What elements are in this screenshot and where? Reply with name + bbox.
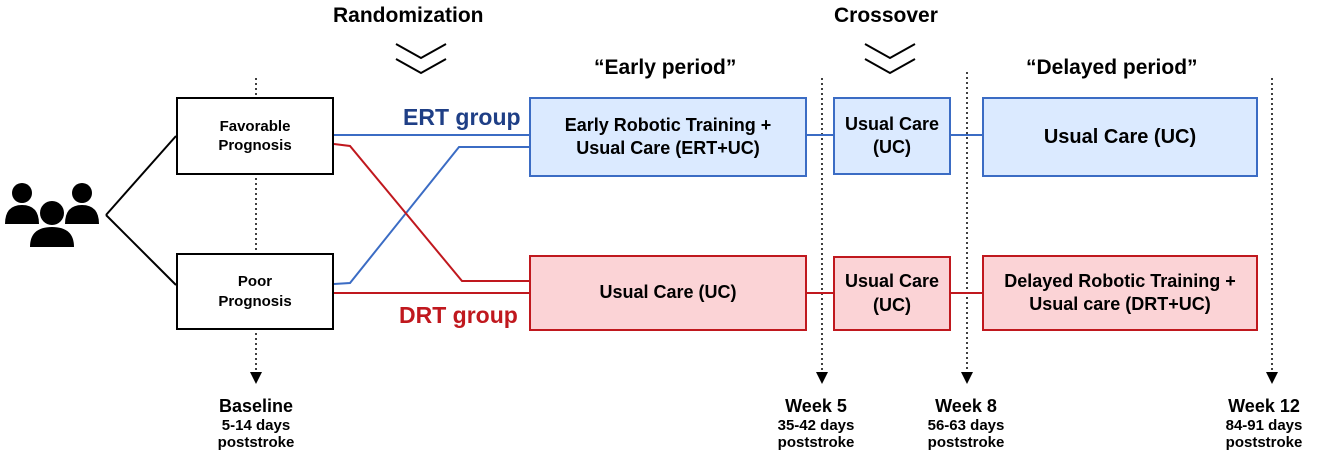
ert-group-label: ERT group <box>403 104 521 130</box>
ert-paths <box>333 134 982 285</box>
milestone-week5: Week 5 35-42 days poststroke <box>756 396 876 451</box>
allocation-lines <box>105 135 177 286</box>
milestone-week5-title: Week 5 <box>785 396 847 416</box>
milestone-week12: Week 12 84-91 days poststroke <box>1208 396 1320 451</box>
milestone-week8-title: Week 8 <box>935 396 997 416</box>
milestone-week12-title: Week 12 <box>1228 396 1300 416</box>
milestone-week5-days: 35-42 days <box>777 416 855 434</box>
milestone-week12-days: 84-91 days <box>1225 416 1303 434</box>
poor-prognosis-box: Poor Prognosis <box>176 253 334 330</box>
randomization-chevron-icon <box>395 43 447 75</box>
milestone-baseline-title: Baseline <box>218 396 294 416</box>
milestone-week8-days: 56-63 days <box>927 416 1005 434</box>
drt-early-box: Usual Care (UC) <box>529 255 807 331</box>
milestone-baseline-note: poststroke <box>217 433 295 451</box>
drt-group-label: DRT group <box>399 302 518 328</box>
drt-crossover-box: Usual Care (UC) <box>833 256 951 331</box>
milestone-week8-note: poststroke <box>927 433 1005 451</box>
favorable-prognosis-box: Favorable Prognosis <box>176 97 334 175</box>
people-group-icon <box>5 183 99 247</box>
milestone-week12-note: poststroke <box>1225 433 1303 451</box>
milestone-baseline: Baseline 5-14 days poststroke <box>196 396 316 451</box>
crossover-label: Crossover <box>834 4 938 27</box>
delayed-period-label: “Delayed period” <box>1026 56 1198 79</box>
ert-early-box: Early Robotic Training + Usual Care (ERT… <box>529 97 807 177</box>
milestone-baseline-days: 5-14 days <box>221 416 291 434</box>
milestone-week5-note: poststroke <box>777 433 855 451</box>
crossover-chevron-icon <box>864 43 916 75</box>
ert-delayed-box: Usual Care (UC) <box>982 97 1258 177</box>
drt-paths <box>333 143 982 294</box>
ert-crossover-box: Usual Care (UC) <box>833 97 951 175</box>
milestone-week8: Week 8 56-63 days poststroke <box>906 396 1026 451</box>
randomization-label: Randomization <box>333 4 484 27</box>
drt-delayed-box: Delayed Robotic Training + Usual care (D… <box>982 255 1258 331</box>
early-period-label: “Early period” <box>594 56 737 79</box>
